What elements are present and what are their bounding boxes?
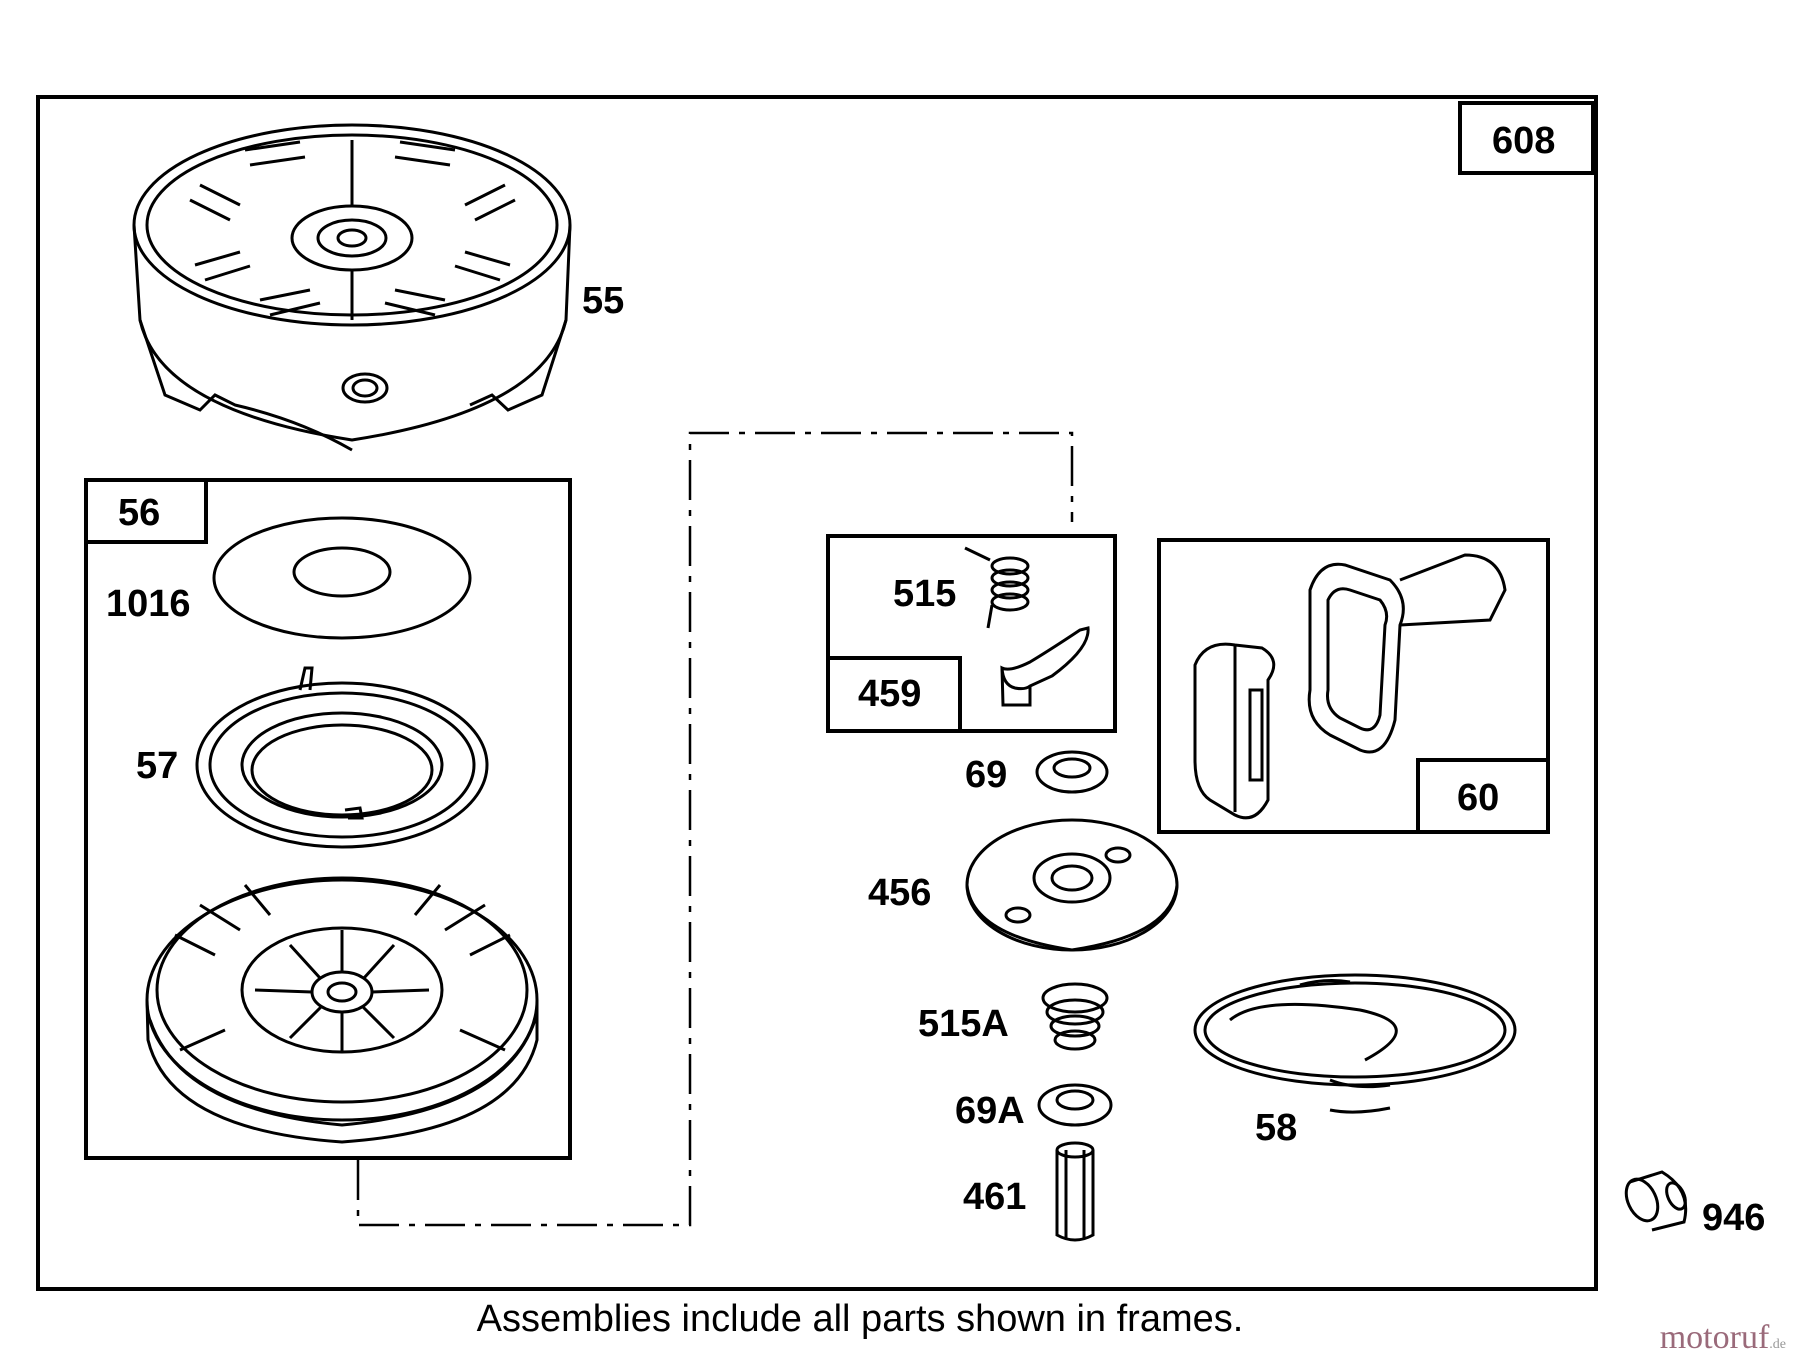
caption: Assemblies include all parts shown in fr… <box>476 1298 1244 1340</box>
washer-69-part <box>1035 750 1109 794</box>
label-461: 461 <box>963 1176 1026 1218</box>
label-57: 57 <box>136 745 178 787</box>
pawl-spring-515-part <box>964 546 1030 629</box>
label-55: 55 <box>582 280 624 322</box>
frame-56-label: 56 <box>118 492 160 534</box>
label-456: 456 <box>868 872 931 914</box>
connector-line <box>356 431 1074 1227</box>
pulley-part <box>145 876 539 1144</box>
frame-459-box <box>826 656 962 733</box>
frame-459 <box>826 534 1117 733</box>
frame-459-label: 459 <box>858 673 921 715</box>
frame-608-label: 608 <box>1492 120 1555 162</box>
washer-1016-part <box>212 516 472 640</box>
housing-55-part <box>132 123 572 452</box>
frame-56-box <box>84 478 208 544</box>
label-515: 515 <box>893 573 956 615</box>
pin-461-part <box>1055 1141 1095 1242</box>
label-58: 58 <box>1255 1107 1297 1149</box>
frame-60 <box>1157 538 1550 834</box>
handle-60-part <box>1193 553 1507 820</box>
frame-608-box <box>1458 101 1595 175</box>
label-69a: 69A <box>955 1090 1025 1132</box>
cup-456-part <box>965 818 1179 952</box>
spring-57-part <box>195 666 489 849</box>
washer-69a-part <box>1037 1083 1113 1127</box>
watermark-logo: motoruf.de <box>1660 1319 1786 1357</box>
label-515a: 515A <box>918 1003 1009 1045</box>
spring-515a-part <box>1041 982 1109 1051</box>
watermark-brand: motoruf <box>1659 1319 1770 1356</box>
outer-frame <box>36 95 1598 1291</box>
label-69: 69 <box>965 754 1007 796</box>
rope-58-part <box>1193 973 1517 1114</box>
label-1016: 1016 <box>106 583 191 625</box>
watermark-tld: .de <box>1769 1337 1786 1352</box>
pawl-459-part <box>1000 626 1090 707</box>
label-946: 946 <box>1702 1197 1765 1239</box>
bushing-946-part <box>1624 1170 1688 1232</box>
frame-56 <box>84 478 572 1160</box>
frame-60-box <box>1416 758 1550 834</box>
frame-60-label: 60 <box>1457 777 1499 819</box>
